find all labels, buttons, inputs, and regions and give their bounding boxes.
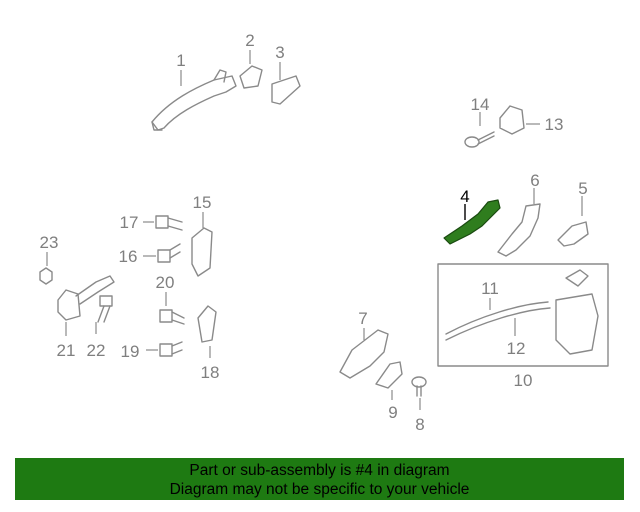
callout-4: 4 bbox=[460, 187, 469, 206]
callout-14: 14 bbox=[471, 95, 490, 114]
part-23-nut: 23 bbox=[39, 233, 59, 285]
notice-line-1: Part or sub-assembly is #4 in diagram bbox=[189, 462, 450, 479]
callout-1: 1 bbox=[176, 51, 185, 70]
callout-11: 11 bbox=[481, 279, 499, 298]
part-8-screw: 8 bbox=[411, 376, 427, 434]
callout-20: 20 bbox=[156, 273, 175, 292]
callout-13: 13 bbox=[545, 115, 564, 134]
callout-18: 18 bbox=[201, 363, 220, 382]
callout-7: 7 bbox=[358, 309, 367, 328]
part-19-bolt: 19 bbox=[121, 341, 183, 361]
callout-16: 16 bbox=[119, 247, 138, 266]
part-7-inside-handle: 7 bbox=[339, 309, 389, 379]
callout-17: 17 bbox=[120, 213, 139, 232]
callout-15: 15 bbox=[193, 193, 212, 212]
part-21-door-check: 21 bbox=[57, 275, 115, 360]
part-16-bolt: 16 bbox=[119, 243, 181, 266]
callout-12: 12 bbox=[507, 339, 526, 358]
callout-8: 8 bbox=[415, 415, 424, 434]
notice-line-2: Diagram may not be specific to your vehi… bbox=[169, 481, 470, 498]
callout-6: 6 bbox=[530, 171, 539, 190]
part-1-outside-handle: 1 bbox=[151, 51, 237, 131]
callout-5: 5 bbox=[578, 179, 587, 198]
part-22-bolt: 22 bbox=[87, 295, 113, 360]
part-13-bracket: 13 bbox=[499, 105, 564, 135]
part-10-lock-assembly-group: 11 12 10 bbox=[437, 263, 609, 390]
parts-diagram: 1 2 3 13 14 4 6 5 bbox=[39, 31, 609, 434]
part-15-hinge: 15 bbox=[191, 193, 213, 277]
part-9-escutcheon: 9 bbox=[375, 361, 403, 422]
callout-19: 19 bbox=[121, 342, 140, 361]
callout-23: 23 bbox=[40, 233, 59, 252]
callout-22: 22 bbox=[87, 341, 106, 360]
notice-banner: Part or sub-assembly is #4 in diagram Di… bbox=[15, 458, 624, 500]
callout-10: 10 bbox=[514, 371, 533, 390]
part-20-bolt: 20 bbox=[156, 273, 185, 325]
part-4-highlighted-linkage: 4 bbox=[443, 187, 501, 245]
part-17-bolt: 17 bbox=[120, 213, 183, 232]
callout-21: 21 bbox=[57, 341, 76, 360]
part-18-hinge: 18 bbox=[197, 305, 220, 382]
part-6-lock-bracket: 6 bbox=[497, 171, 541, 257]
part-5-bracket: 5 bbox=[557, 179, 589, 247]
callout-2: 2 bbox=[245, 31, 254, 50]
part-14-screw: 14 bbox=[464, 95, 495, 148]
part-2-handle-cap: 2 bbox=[239, 31, 263, 89]
part-3-gasket: 3 bbox=[271, 43, 301, 105]
callout-3: 3 bbox=[275, 43, 284, 62]
callout-9: 9 bbox=[388, 403, 397, 422]
